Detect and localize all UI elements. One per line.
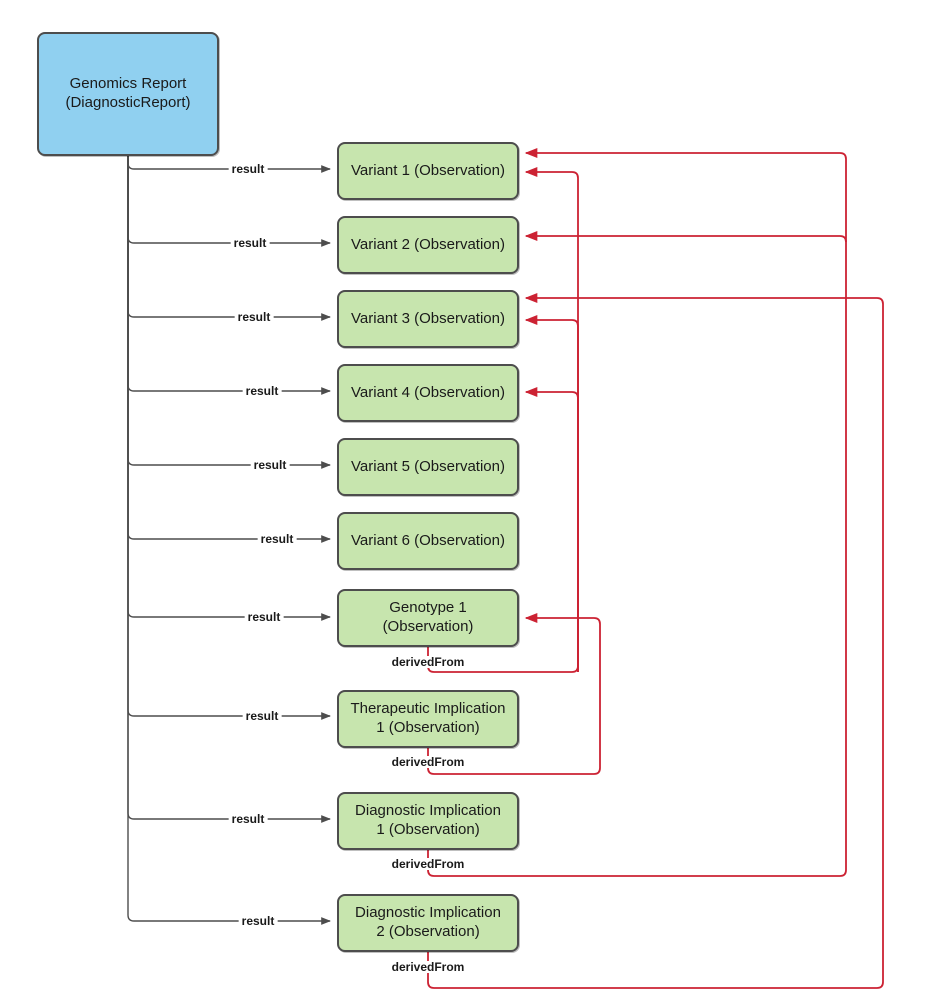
result-edge-v6 [127, 156, 331, 543]
result-edge-v5 [127, 156, 331, 469]
edge-label-result-g1: result [244, 611, 284, 623]
node-label: Genotype 1 (Observation) [382, 599, 474, 635]
node-label: Variant 2 (Observation) [351, 235, 505, 253]
result-edge-di2 [127, 156, 331, 925]
edge-label-result-ti1: result [242, 710, 282, 722]
edge-label-result-v4: result [242, 385, 282, 397]
node-label: Genomics Report (DiagnosticReport) [65, 75, 191, 111]
node-variant-1[interactable]: Variant 1 (Observation) [337, 142, 519, 200]
edge-label-derived-from-di1: derivedFrom [388, 858, 468, 870]
node-label: Variant 5 (Observation) [351, 457, 505, 475]
edge-label-derived-from-g1: derivedFrom [388, 656, 468, 668]
edge-label-result-v3: result [234, 311, 274, 323]
derived-from-edge-return-v1 [524, 147, 847, 242]
edge-label-derived-from-ti1: derivedFrom [388, 756, 468, 768]
node-label: Variant 6 (Observation) [351, 531, 505, 549]
result-edge-di1 [127, 156, 331, 823]
node-variant-5[interactable]: Variant 5 (Observation) [337, 438, 519, 496]
node-diagnostic-implication-2[interactable]: Diagnostic Implication 2 (Observation) [337, 894, 519, 952]
node-label: Diagnostic Implication 1 (Observation) [355, 802, 501, 838]
node-label: Diagnostic Implication 2 (Observation) [355, 904, 501, 940]
result-edge-g1 [127, 156, 331, 621]
edge-label-result-v5: result [250, 459, 290, 471]
edge-label-result-di2: result [238, 915, 278, 927]
node-label: Therapeutic Implication 1 (Observation) [350, 700, 506, 736]
node-label: Variant 1 (Observation) [351, 161, 505, 179]
node-variant-3[interactable]: Variant 3 (Observation) [337, 290, 519, 348]
node-therapeutic-implication-1[interactable]: Therapeutic Implication 1 (Observation) [337, 690, 519, 748]
derived-from-edge-return-v4 [524, 386, 579, 672]
result-edge-v4 [127, 156, 331, 395]
edge-label-result-v1: result [228, 163, 268, 175]
node-label: Variant 3 (Observation) [351, 309, 505, 327]
node-variant-4[interactable]: Variant 4 (Observation) [337, 364, 519, 422]
node-variant-2[interactable]: Variant 2 (Observation) [337, 216, 519, 274]
result-edges [127, 156, 331, 925]
node-variant-6[interactable]: Variant 6 (Observation) [337, 512, 519, 570]
derived-from-edge-return-v3 [524, 314, 579, 672]
edge-label-result-di1: result [228, 813, 268, 825]
node-genotype-1[interactable]: Genotype 1 (Observation) [337, 589, 519, 647]
edge-label-result-v6: result [257, 533, 297, 545]
result-edge-ti1 [127, 156, 331, 720]
derived-from-edges [427, 147, 884, 989]
node-genomics-report[interactable]: Genomics Report (DiagnosticReport) [37, 32, 219, 156]
edge-label-derived-from-di2: derivedFrom [388, 961, 468, 973]
node-diagnostic-implication-1[interactable]: Diagnostic Implication 1 (Observation) [337, 792, 519, 850]
edge-label-result-v2: result [230, 237, 270, 249]
result-edge-v3 [127, 156, 331, 321]
node-label: Variant 4 (Observation) [351, 383, 505, 401]
